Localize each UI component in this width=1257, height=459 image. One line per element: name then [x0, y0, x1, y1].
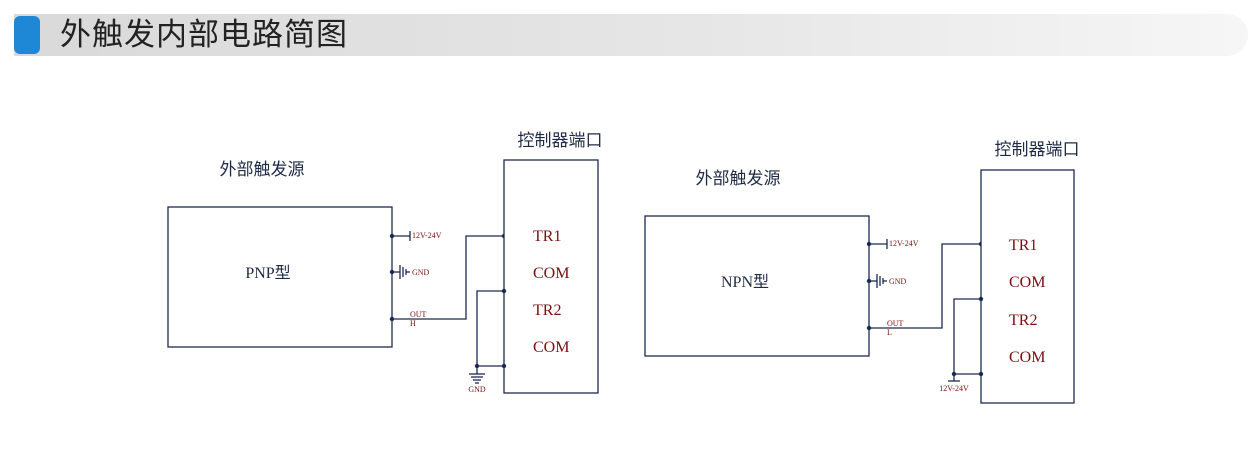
- npn-tr2-com-wire: [953, 298, 981, 375]
- npn-source-label: 外部触发源: [696, 169, 781, 189]
- pnp-tr2-com-wire: [476, 290, 504, 367]
- pnp-out-to-tr1-wire: [392, 235, 504, 320]
- pnp-power-node: [389, 233, 395, 239]
- pnp-source-label: 外部触发源: [220, 160, 305, 180]
- header-accent-marker: [14, 16, 40, 54]
- npn-trigger-source-box: [644, 215, 870, 357]
- pnp-port-tr1: TR1: [533, 228, 561, 245]
- npn-out-level-label: L: [887, 328, 892, 337]
- pnp-port-tr2: TR2: [533, 302, 561, 319]
- pnp-device-label: PNP型: [245, 264, 290, 282]
- npn-gnd-pin-label: GND: [889, 277, 907, 286]
- pnp-controller-port-box: [503, 159, 599, 394]
- pnp-trigger-source-box: [167, 206, 393, 348]
- npn-out-pin-label: OUT: [887, 319, 904, 328]
- pnp-ground-symbol: [399, 265, 410, 279]
- npn-controller-label: 控制器端口: [995, 140, 1080, 160]
- npn-port-tr2: TR2: [1009, 312, 1037, 329]
- pnp-port-com1: COM: [533, 265, 569, 282]
- pnp-power-pin-label: 12V-24V: [412, 231, 442, 240]
- page-title: 外触发内部电路简图: [60, 17, 348, 53]
- pnp-common-gnd-label: GND: [468, 385, 486, 394]
- pnp-common-ground-symbol: [469, 366, 485, 384]
- pnp-circuit: 外部触发源 PNP型 12V-24V GND OUT H 控制器端口 TR1 C…: [167, 131, 603, 394]
- npn-gnd-node: [866, 278, 872, 284]
- npn-tr2-node: [978, 296, 984, 302]
- npn-port-tr1: TR1: [1009, 237, 1037, 254]
- npn-com-node: [978, 371, 984, 377]
- pnp-com-node: [501, 363, 507, 369]
- npn-power-pin-label: 12V-24V: [889, 239, 919, 248]
- npn-controller-port-box: [980, 169, 1075, 404]
- npn-common-supply-label: 12V-24V: [939, 384, 969, 393]
- npn-port-com2: COM: [1009, 349, 1045, 366]
- npn-out-to-tr1-wire: [869, 243, 981, 329]
- npn-power-node: [866, 241, 872, 247]
- npn-ground-symbol: [876, 274, 887, 288]
- pnp-port-com2: COM: [533, 339, 569, 356]
- pnp-tr2-node: [501, 288, 507, 294]
- npn-device-label: NPN型: [721, 273, 769, 291]
- pnp-controller-label: 控制器端口: [518, 131, 603, 151]
- pnp-gnd-node: [389, 269, 395, 275]
- pnp-out-pin-label: OUT: [410, 310, 427, 319]
- pnp-out-level-label: H: [410, 319, 416, 328]
- pnp-gnd-pin-label: GND: [412, 268, 430, 277]
- header-bar: [14, 14, 1248, 56]
- npn-port-com1: COM: [1009, 274, 1045, 291]
- npn-circuit: 外部触发源 NPN型 12V-24V GND OUT L 控制器端口 TR1 C…: [644, 140, 1080, 404]
